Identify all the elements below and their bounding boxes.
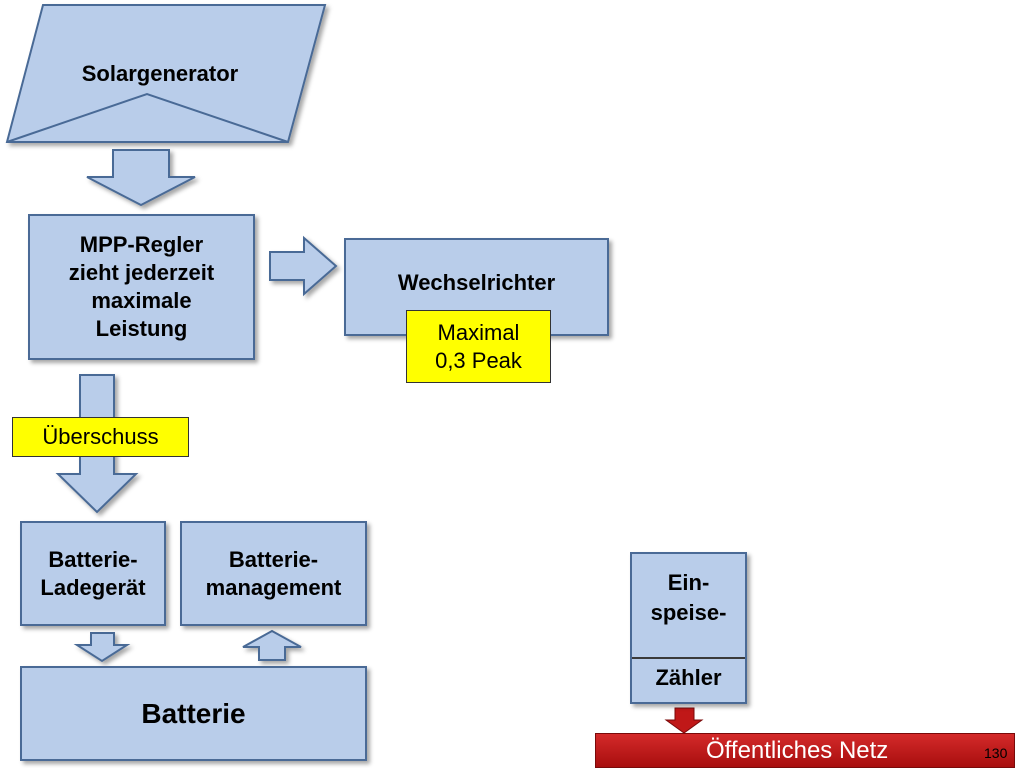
einspeisezaehler-box: Ein- speise- Zähler <box>630 552 747 704</box>
mpp-regler-box: MPP-Regler zieht jederzeit maximale Leis… <box>28 214 255 360</box>
batterie-ladegeraet-box: Batterie- Ladegerät <box>20 521 166 626</box>
solargenerator-shape <box>5 4 327 143</box>
einspeisezaehler-divider <box>632 657 745 659</box>
mpp-regler-label: MPP-Regler zieht jederzeit maximale Leis… <box>68 232 215 341</box>
ueberschuss-tag: Überschuss <box>12 417 189 457</box>
maximal-peak-tag: Maximal 0,3 Peak <box>406 310 551 383</box>
batterie-box: Batterie <box>20 666 367 761</box>
batterie-management-box: Batterie- management <box>180 521 367 626</box>
ueberschuss-label: Überschuss <box>42 424 159 449</box>
arrow-mpp-to-wechselrichter <box>269 235 338 297</box>
einspeisezaehler-top: Ein- speise- <box>650 570 727 625</box>
solargenerator-label: Solargenerator <box>81 61 239 86</box>
arrow-solar-to-mpp <box>86 149 196 207</box>
einspeisezaehler-bottom: Zähler <box>655 665 722 690</box>
batterie-management-label: Batterie- management <box>205 546 342 600</box>
arrow-batterie-to-management <box>242 629 302 661</box>
batterie-label: Batterie <box>141 697 246 729</box>
oeffentliches-netz-label: Öffentliches Netz <box>706 737 889 764</box>
wechselrichter-label: Wechselrichter <box>397 270 556 295</box>
arrow-zaehler-to-netz <box>664 707 704 734</box>
batterie-ladegeraet-label: Batterie- Ladegerät <box>40 546 146 600</box>
arrow-ladegeraet-to-batterie <box>73 632 131 663</box>
page-number: 130 <box>984 745 1008 761</box>
oeffentliches-netz-bar: Öffentliches Netz 130 <box>595 733 1015 768</box>
maximal-peak-label: Maximal 0,3 Peak <box>435 319 522 373</box>
